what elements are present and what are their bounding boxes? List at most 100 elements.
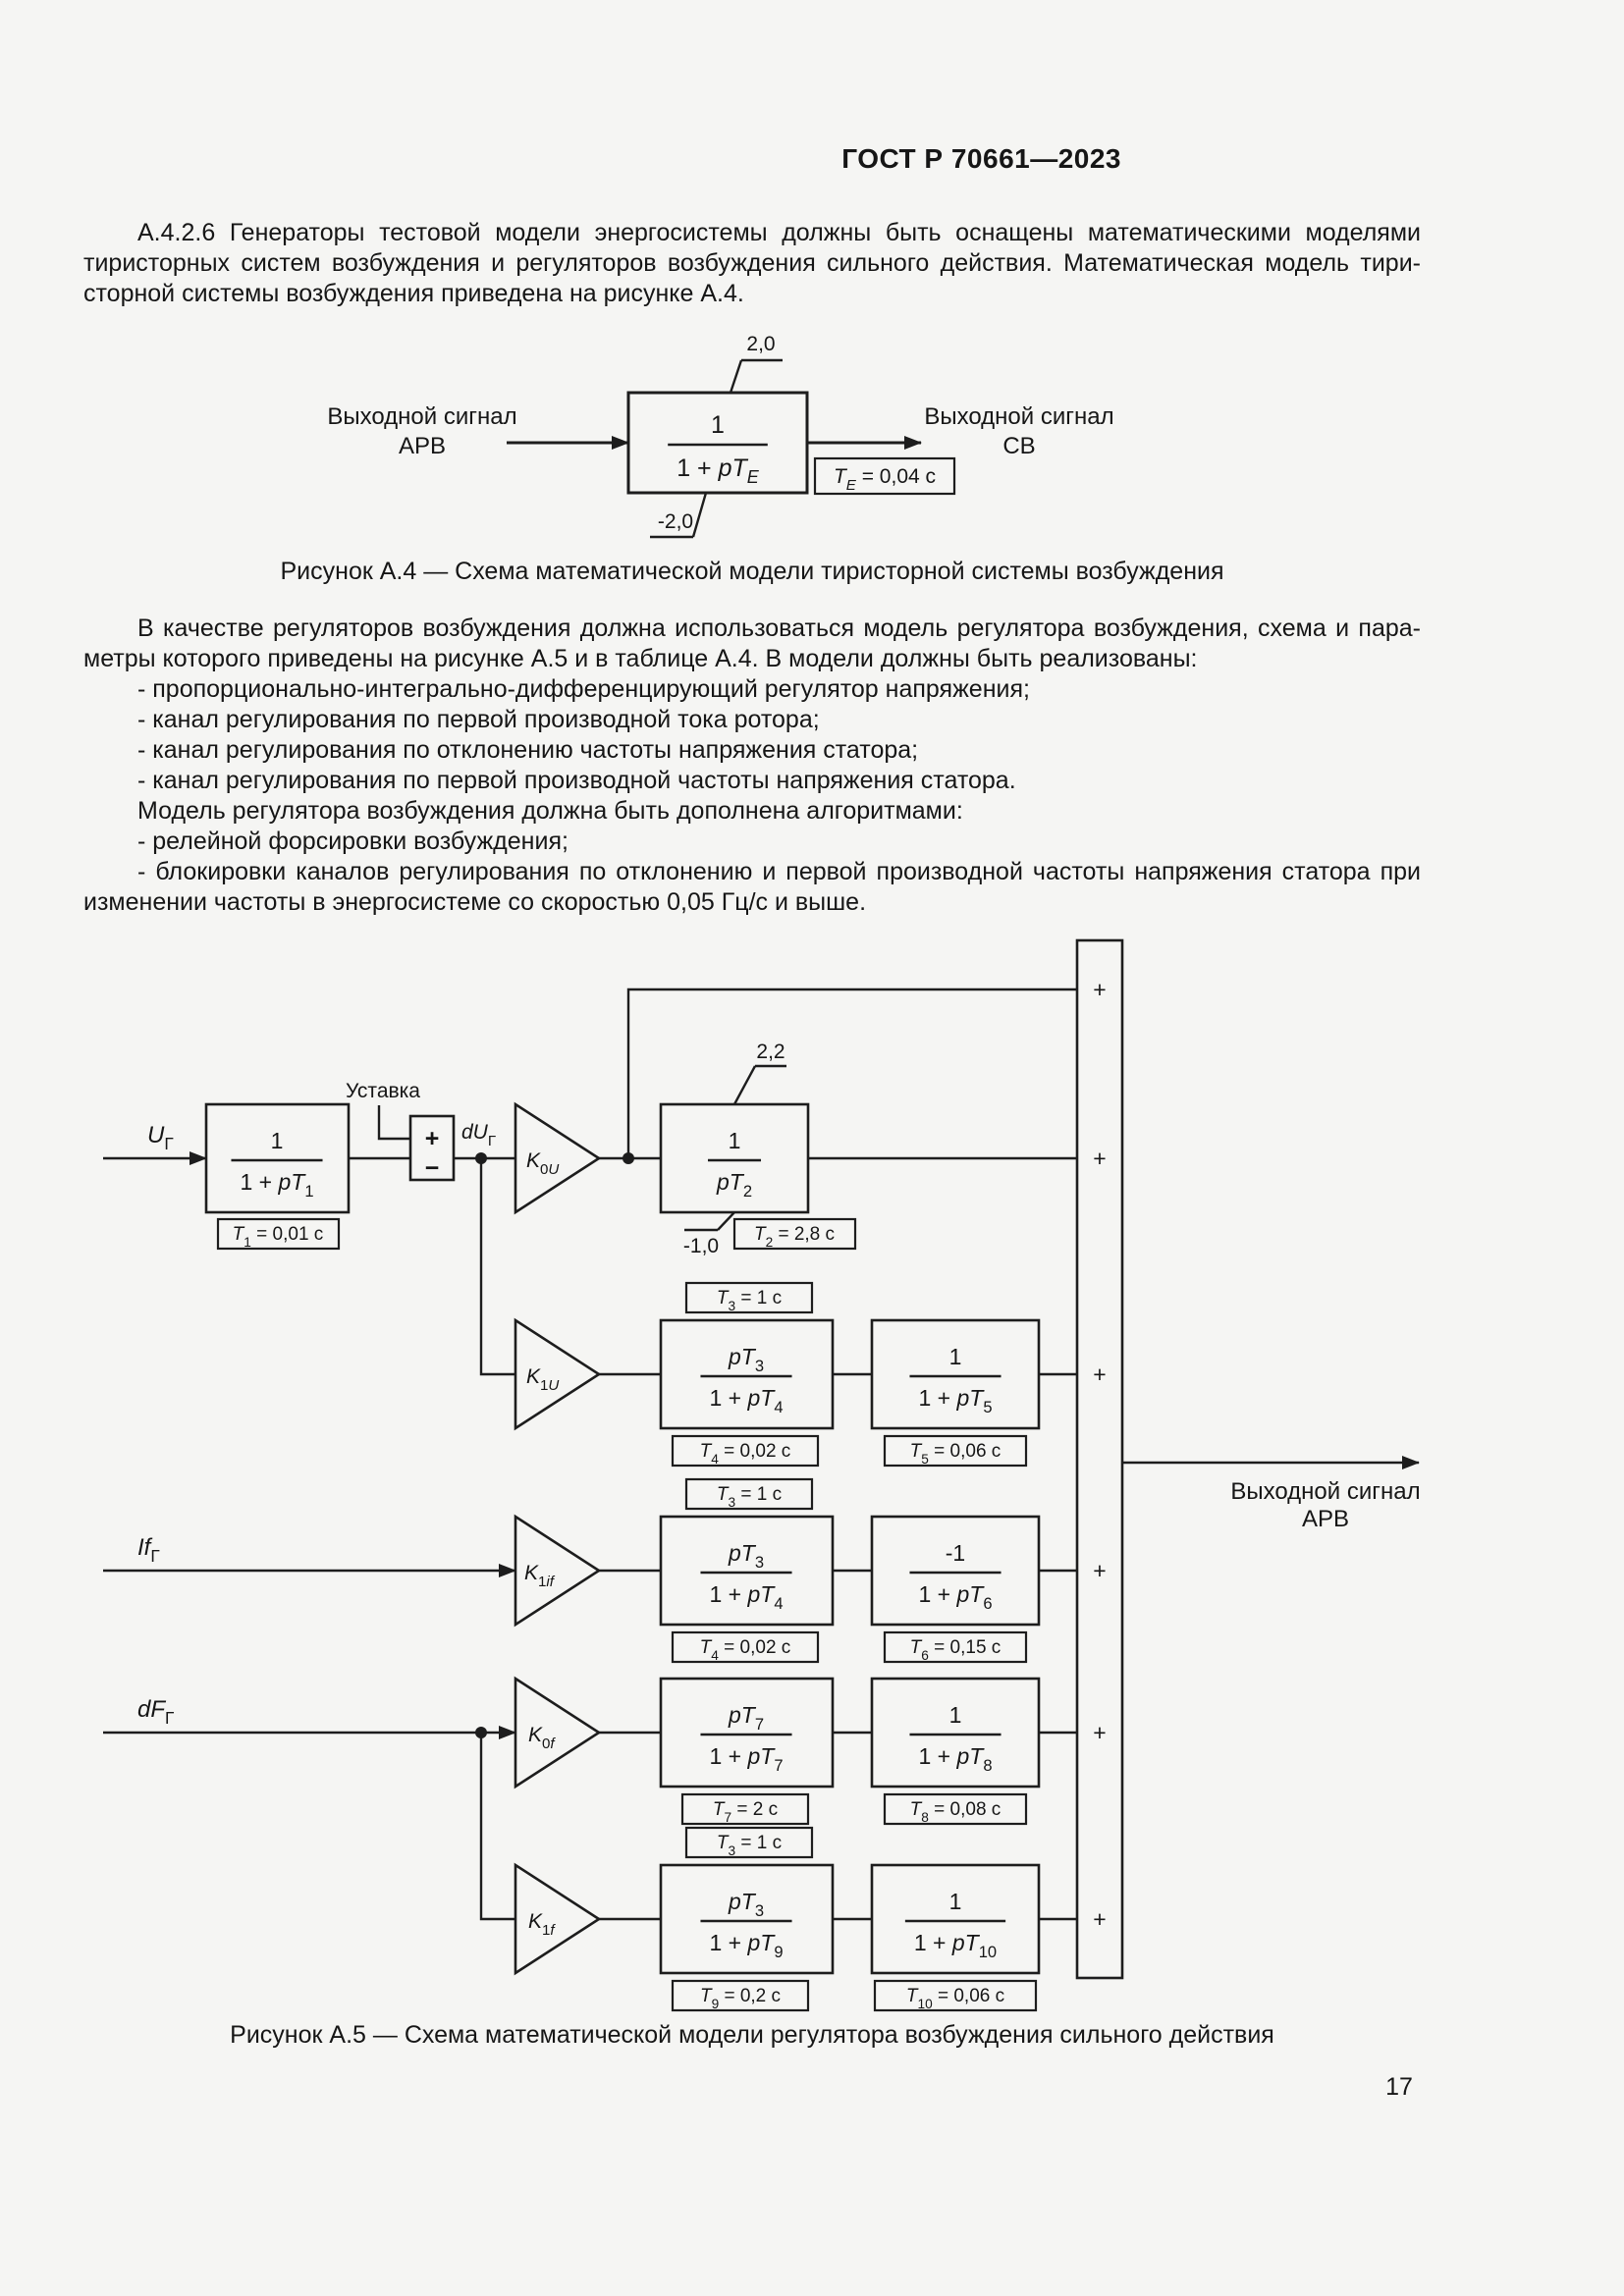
- fig5-output-label-line2: АРВ: [1302, 1506, 1349, 1532]
- svg-text:-1: -1: [946, 1540, 965, 1566]
- svg-text:pT3: pT3: [728, 1344, 764, 1375]
- gain-k0u-triangle: [514, 1101, 602, 1215]
- svg-text:pT7: pT7: [728, 1702, 764, 1734]
- param-t4-row3: T4 = 0,02 с: [700, 1637, 791, 1663]
- gost-standard-number: ГОСТ Р 70661—2023: [841, 143, 1121, 174]
- fig5-limit-bottom-slant: [717, 1211, 735, 1231]
- text-line: В качестве регуляторов возбуждения должн…: [137, 614, 1421, 642]
- svg-text:1 + pT4: 1 + pT4: [709, 1385, 783, 1416]
- param-t10: T10 = 0,06 с: [906, 1986, 1004, 2011]
- fig4-output-label-line1: Выходной сигнал: [924, 403, 1113, 430]
- list-item: - канал регулирования по отклонению част…: [137, 736, 919, 764]
- list-item: - релейной форсировки возбуждения;: [137, 828, 568, 855]
- fig5-limit-top: 2,2: [756, 1041, 785, 1063]
- block-b6-tf: -1 1 + pT6: [909, 1540, 1001, 1613]
- text-line: изменении частоты в энергосистеме со ско…: [83, 888, 867, 916]
- fig4-limit-bottom-slant: [691, 492, 708, 538]
- block-b1: [204, 1102, 351, 1214]
- gain-k1f-triangle: [514, 1862, 602, 1976]
- block-b3: [659, 1318, 835, 1430]
- gain-k1if-triangle: [514, 1514, 602, 1628]
- text-line: тиристорных систем возбуждения и регулят…: [83, 249, 1421, 277]
- figure-a5-diagram: + + + + + + Выходной сигнал АРВ UГ 1 1 +…: [103, 938, 1421, 2012]
- svg-text:1 + pT5: 1 + pT5: [918, 1385, 992, 1416]
- sum-plus-5: +: [1093, 1720, 1106, 1745]
- svg-text:1: 1: [711, 411, 725, 439]
- svg-text:pT3: pT3: [728, 1889, 764, 1920]
- block-b4-tf: 1 1 + pT5: [909, 1344, 1001, 1416]
- block-b10: [870, 1863, 1041, 1975]
- svg-text:1: 1: [949, 1702, 962, 1728]
- param-t5-box: [883, 1434, 1028, 1468]
- sum-plus-3: +: [1093, 1362, 1106, 1387]
- fig4-limit-bottom: -2,0: [658, 510, 693, 533]
- param-t9: T9 = 0,2 с: [700, 1986, 781, 2011]
- svg-text:1: 1: [271, 1128, 284, 1153]
- fig4-input-label-line2: АРВ: [399, 433, 446, 459]
- du-label: dUГ: [461, 1121, 496, 1149]
- summing-minus: −: [425, 1154, 440, 1182]
- param-t8-box: [883, 1792, 1028, 1826]
- svg-text:1 + pT6: 1 + pT6: [918, 1581, 992, 1613]
- text-line: Модель регулятора возбуждения должна быт…: [137, 797, 963, 825]
- fig4-transfer-function: 1 1 + pTE: [668, 411, 768, 487]
- block-b7-tf: pT7 1 + pT7: [700, 1702, 792, 1775]
- fig4-limit-top: 2,0: [746, 333, 775, 355]
- gain-k1u-triangle: [514, 1317, 602, 1431]
- sum-plus-4: +: [1093, 1558, 1106, 1583]
- param-t6: T6 = 0,15 с: [910, 1637, 1001, 1663]
- gain-k0f-label: K0f: [528, 1724, 556, 1752]
- paragraph-a426: А.4.2.6 Генераторы тестовой модели энерг…: [83, 218, 1421, 309]
- block-b9-tf: pT3 1 + pT9: [700, 1889, 792, 1961]
- param-t3-row3: T3 = 1 с: [717, 1484, 782, 1510]
- block-b7: [659, 1677, 835, 1789]
- text-line: метры которого приведены на рисунке А.5 …: [83, 645, 1198, 672]
- param-t3-box-row2: [684, 1281, 814, 1314]
- block-b8: [870, 1677, 1041, 1789]
- setpoint-connector: [377, 1105, 410, 1141]
- input-df-label: dFГ: [137, 1696, 175, 1728]
- param-t1: T1 = 0,01 с: [233, 1224, 324, 1250]
- block-b10-tf: 1 1 + pT10: [904, 1889, 1006, 1961]
- list-item: - блокировки каналов регулирования по от…: [137, 858, 1421, 885]
- svg-text:1 + pT9: 1 + pT9: [709, 1930, 783, 1961]
- du-trunk-line: [479, 1158, 515, 1376]
- figure-a4-caption: Рисунок А.4 — Схема математической модел…: [280, 558, 1224, 585]
- fig4-param-value: TE = 0,04 с: [834, 465, 936, 494]
- param-t1-box: [216, 1217, 341, 1251]
- param-t9-box: [671, 1979, 810, 2012]
- param-t7: T7 = 2 с: [713, 1799, 778, 1825]
- svg-text:1 + pT1: 1 + pT1: [240, 1169, 313, 1201]
- summing-junction-box: [408, 1114, 456, 1182]
- input-if-label: IfГ: [137, 1534, 160, 1566]
- fig4-limit-top-slant: [729, 359, 743, 394]
- block-b9: [659, 1863, 835, 1975]
- svg-text:pT2: pT2: [716, 1169, 752, 1201]
- fig5-limit-top-slant: [732, 1065, 757, 1105]
- gain-k1if-label: K1if: [524, 1562, 556, 1590]
- param-t3-box-row3: [684, 1477, 814, 1511]
- param-t5: T5 = 0,06 с: [910, 1441, 1001, 1467]
- svg-text:pT3: pT3: [728, 1540, 764, 1572]
- param-t3-box-row5: [684, 1826, 814, 1859]
- param-t4-box-row3: [671, 1630, 820, 1664]
- block-b6: [870, 1515, 1041, 1627]
- fig5-output-label-line1: Выходной сигнал: [1230, 1478, 1420, 1505]
- sum-plus-6: +: [1093, 1906, 1106, 1932]
- sum-plus-2: +: [1093, 1146, 1106, 1171]
- block-b2: [659, 1102, 810, 1214]
- fig4-output-label-line2: СВ: [1002, 433, 1035, 459]
- svg-text:1 + pT8: 1 + pT8: [918, 1743, 992, 1775]
- figure-a4-diagram: Выходной сигнал АРВ 1 1 + pTE 2,0 -2,0 В…: [327, 333, 1114, 539]
- page-number: 17: [1385, 2073, 1413, 2101]
- figure-a5-caption: Рисунок А.5 — Схема математической модел…: [230, 2021, 1274, 2049]
- param-t2: T2 = 2,8 с: [754, 1224, 835, 1250]
- param-t10-box: [873, 1979, 1038, 2012]
- gain-k1u-label: K1U: [526, 1365, 559, 1394]
- fig4-transfer-block: [626, 391, 809, 495]
- block-b5: [659, 1515, 835, 1627]
- block-b5-tf: pT3 1 + pT4: [700, 1540, 792, 1613]
- block-b3-tf: pT3 1 + pT4: [700, 1344, 792, 1416]
